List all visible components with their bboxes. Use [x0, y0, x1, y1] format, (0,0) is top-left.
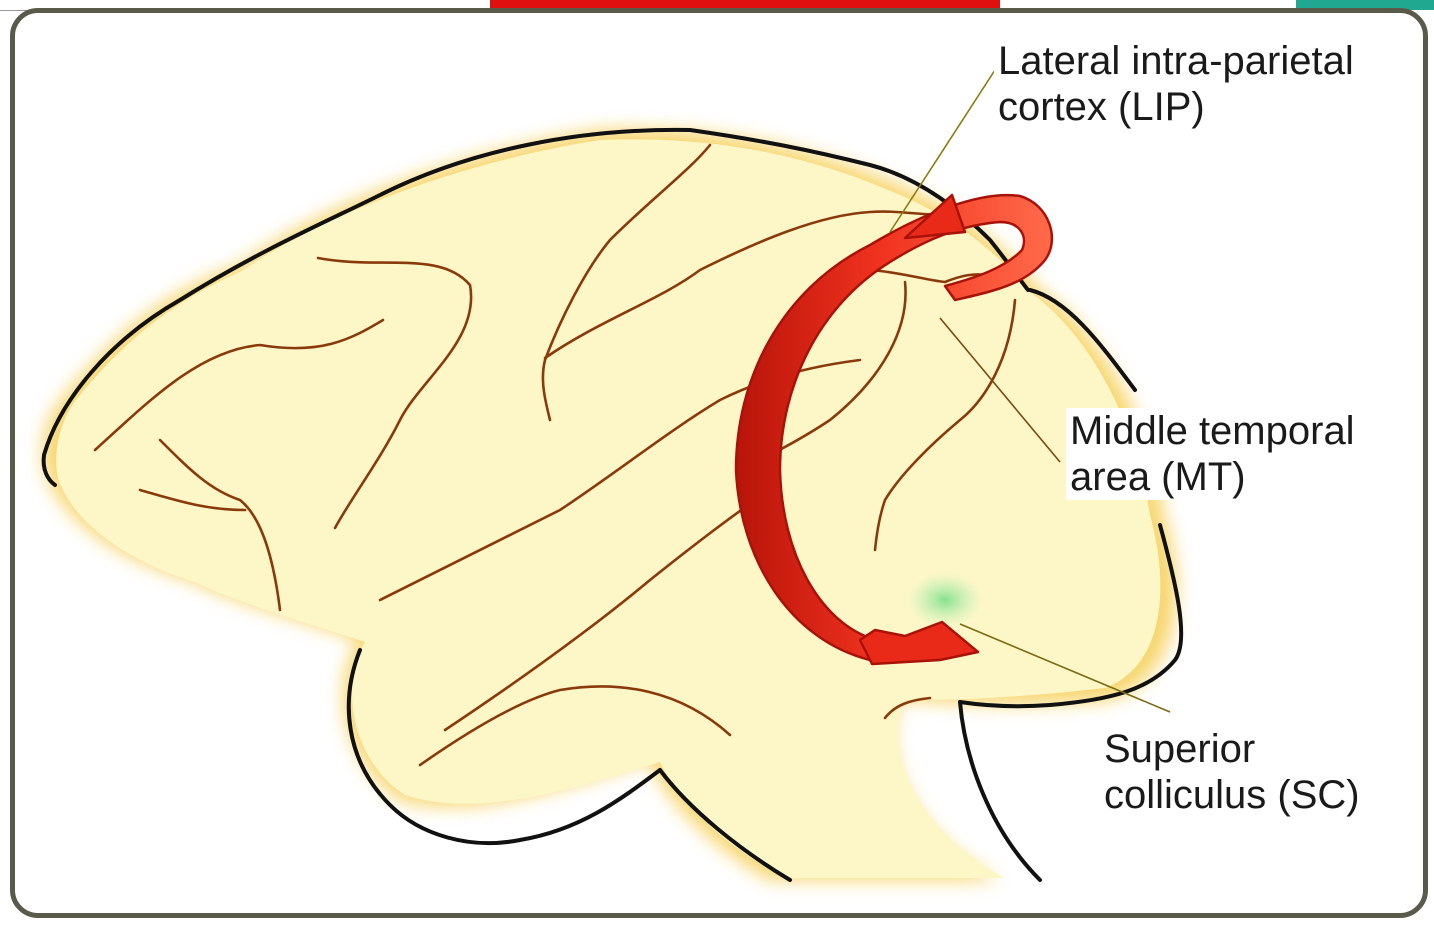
label-mt-line1: Middle temporal [1070, 408, 1355, 454]
label-lip-line1: Lateral intra-parietal [998, 38, 1354, 84]
label-lip: Lateral intra-parietal cortex (LIP) [994, 38, 1358, 130]
label-mt-line2: area (MT) [1070, 454, 1355, 500]
label-sc-line1: Superior [1104, 726, 1360, 772]
label-sc: Superior colliculus (SC) [1100, 726, 1364, 818]
sc-spot [907, 572, 983, 628]
label-mt: Middle temporal area (MT) [1066, 408, 1359, 500]
label-sc-line2: colliculus (SC) [1104, 772, 1360, 818]
label-lip-line2: cortex (LIP) [998, 84, 1354, 130]
